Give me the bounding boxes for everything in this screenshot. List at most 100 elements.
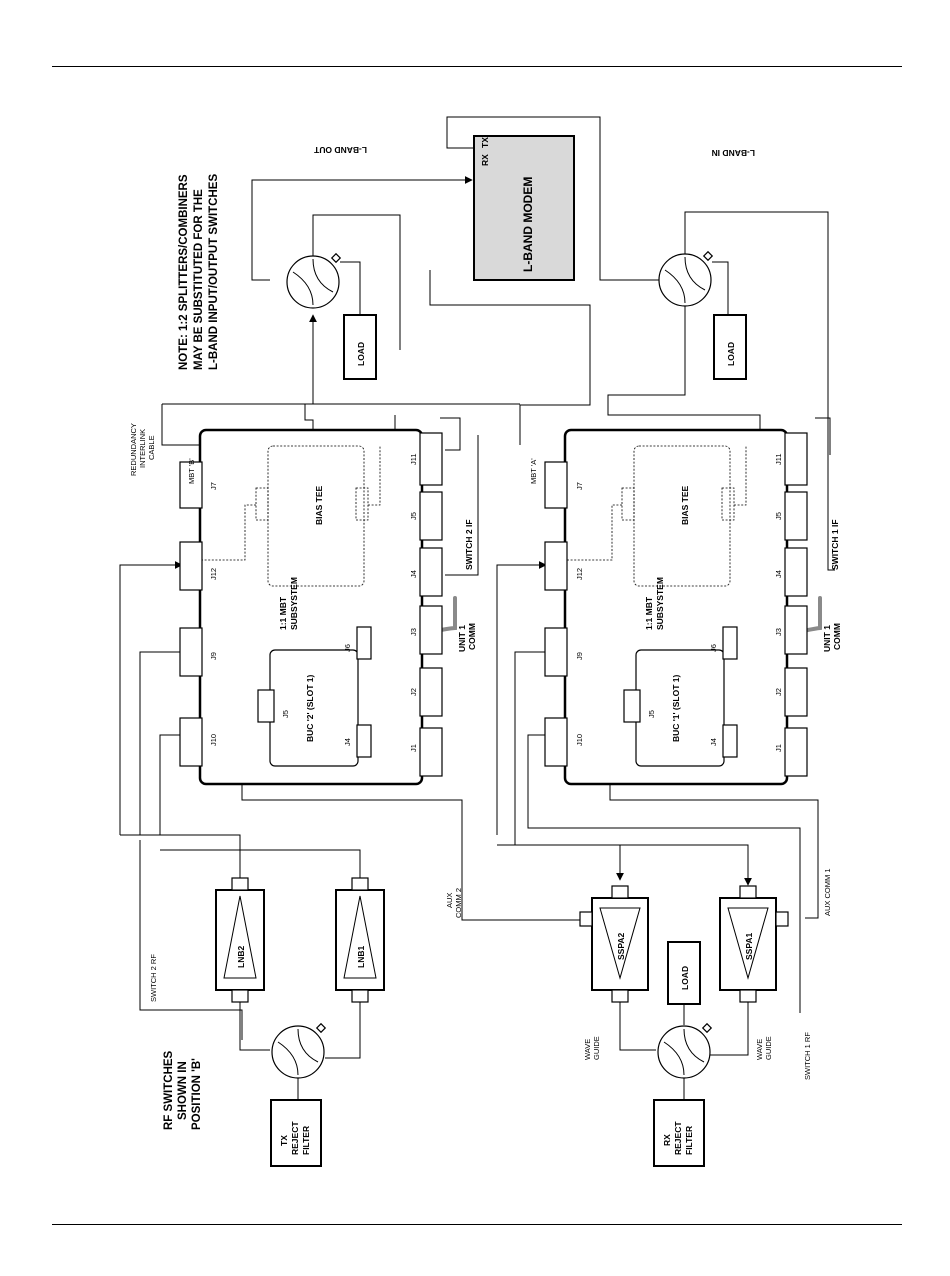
lband-modem: L-BAND MODEM RX TX <box>473 135 575 281</box>
svg-text:J4: J4 <box>343 738 352 746</box>
svg-text:J7: J7 <box>209 482 218 490</box>
rx-reject-filter: RX REJECT FILTER <box>653 1099 705 1167</box>
svg-text:J4: J4 <box>409 570 418 578</box>
lnb1: LNB1 <box>335 877 385 1003</box>
lband-in-label: L-BAND IN <box>712 148 755 158</box>
svg-text:J12: J12 <box>575 568 584 580</box>
svg-text:LNB1: LNB1 <box>356 946 366 968</box>
lband-out-label: L-BAND OUT <box>313 145 367 155</box>
svg-text:J4: J4 <box>774 570 783 578</box>
mbt-b-subsystem: BIAS TEE 1:1 MBT SUBSYSTEM BUC '2' (SLOT… <box>195 428 424 786</box>
svg-text:J10: J10 <box>209 734 218 746</box>
footer-rule <box>52 1224 902 1225</box>
svg-text:CABLE: CABLE <box>147 435 156 460</box>
svg-text:FILTER: FILTER <box>301 1126 311 1155</box>
tx-reject-filter: TX REJECT FILTER <box>270 1099 322 1167</box>
svg-text:AUX: AUX <box>445 893 454 908</box>
svg-text:J5: J5 <box>774 512 783 520</box>
svg-text:LOAD: LOAD <box>726 342 736 366</box>
aux-comm-2-label: AUX COMM 2 <box>445 888 463 918</box>
svg-text:RX: RX <box>662 1134 672 1146</box>
rf-switch-b <box>271 1022 327 1079</box>
svg-text:GUIDE: GUIDE <box>764 1036 773 1060</box>
svg-text:1:1 MBT: 1:1 MBT <box>278 596 288 630</box>
switch-2-if-label: SWITCH 2 IF <box>464 519 474 570</box>
svg-text:L-BAND MODEM: L-BAND MODEM <box>521 177 535 272</box>
svg-text:REJECT: REJECT <box>290 1121 300 1155</box>
svg-text:FILTER: FILTER <box>684 1126 694 1155</box>
switch-1-rf-label: SWITCH 1 RF <box>803 1032 812 1080</box>
load-in: LOAD <box>713 314 747 380</box>
svg-text:J9: J9 <box>209 652 218 660</box>
svg-text:SSPA2: SSPA2 <box>616 932 626 960</box>
lband-out-switch <box>286 252 342 309</box>
svg-text:J5: J5 <box>281 710 290 718</box>
svg-text:J1: J1 <box>409 744 418 752</box>
svg-text:TX: TX <box>480 137 490 148</box>
svg-text:POSITION 'B': POSITION 'B' <box>191 1058 203 1130</box>
svg-text:J10: J10 <box>575 734 584 746</box>
wave-guide-label-1: WAVE GUIDE <box>755 1036 773 1060</box>
load-lower: LOAD <box>667 941 701 1005</box>
svg-text:J1: J1 <box>774 744 783 752</box>
svg-text:J2: J2 <box>409 688 418 696</box>
svg-text:J2: J2 <box>774 688 783 696</box>
header-rule <box>52 66 902 67</box>
splitter-note: NOTE: 1:2 SPLITTERS/COMBINERS MAY BE SUB… <box>178 174 220 370</box>
unit-comm-a-label: UNIT 1 <box>822 625 832 652</box>
svg-text:INTERLINK: INTERLINK <box>138 429 147 468</box>
svg-text:GUIDE: GUIDE <box>592 1036 601 1060</box>
lnb2: LNB2 <box>215 877 265 1003</box>
svg-text:BUC '2' (SLOT 1): BUC '2' (SLOT 1) <box>305 675 315 742</box>
svg-text:J3: J3 <box>409 628 418 636</box>
svg-text:SHOWN IN: SHOWN IN <box>177 1061 189 1120</box>
aux-comm-1-label: AUX COMM 1 <box>823 868 832 916</box>
svg-text:REJECT: REJECT <box>673 1121 683 1155</box>
mbt-a-connectors <box>544 432 808 777</box>
svg-text:J12: J12 <box>209 568 218 580</box>
sspa2: SSPA2 <box>579 885 649 1003</box>
load-out: LOAD <box>343 314 377 380</box>
mbt-a-tag: MBT 'A' <box>529 458 538 484</box>
svg-text:L-BAND INPUT/OUTPUT SWITCHES: L-BAND INPUT/OUTPUT SWITCHES <box>208 174 220 370</box>
unit-comm-b-label-2: COMM <box>467 623 477 650</box>
svg-text:RF SWITCHES: RF SWITCHES <box>163 1050 175 1130</box>
svg-text:SSPA1: SSPA1 <box>744 932 754 960</box>
rf-switch-a <box>657 1022 713 1079</box>
svg-text:J5: J5 <box>647 710 656 718</box>
mbt-b-connectors <box>179 432 443 777</box>
svg-text:WAVE: WAVE <box>583 1039 592 1060</box>
svg-text:J3: J3 <box>774 628 783 636</box>
svg-text:SUBSYSTEM: SUBSYSTEM <box>289 577 299 630</box>
wave-guide-label-2: WAVE GUIDE <box>583 1036 601 1060</box>
mbt-a-subsystem: BIAS TEE 1:1 MBT SUBSYSTEM BUC '1' (SLOT… <box>560 428 789 786</box>
svg-text:J7: J7 <box>575 482 584 490</box>
svg-text:LOAD: LOAD <box>680 966 690 990</box>
switch-2-rf-label: SWITCH 2 RF <box>149 954 158 1002</box>
svg-text:BIAS TEE: BIAS TEE <box>314 485 324 525</box>
lband-in-switch <box>658 250 714 307</box>
svg-text:SUBSYSTEM: SUBSYSTEM <box>655 577 665 630</box>
svg-text:MAY BE SUBSTITUTED FOR THE: MAY BE SUBSTITUTED FOR THE <box>193 189 205 370</box>
svg-text:NOTE: 1:2 SPLITTERS/COMBINERS: NOTE: 1:2 SPLITTERS/COMBINERS <box>178 174 190 370</box>
svg-text:J9: J9 <box>575 652 584 660</box>
mbt-b-tag: MBT 'B' <box>187 458 196 484</box>
svg-text:LOAD: LOAD <box>356 342 366 366</box>
unit-comm-a-label-2: COMM <box>832 623 842 650</box>
unit-comm-b-label: UNIT 1 <box>457 625 467 652</box>
svg-text:LNB2: LNB2 <box>236 946 246 968</box>
svg-text:COMM 2: COMM 2 <box>454 888 463 918</box>
redundancy-interlink-label: REDUNDANCY INTERLINK CABLE <box>129 423 156 476</box>
wiring <box>119 116 835 1100</box>
svg-text:TX: TX <box>279 1135 289 1146</box>
svg-text:BUC '1' (SLOT 1): BUC '1' (SLOT 1) <box>671 675 681 742</box>
svg-text:J4: J4 <box>709 738 718 746</box>
svg-text:1:1 MBT: 1:1 MBT <box>644 596 654 630</box>
switch-1-if-label: SWITCH 1 IF <box>830 519 840 570</box>
sspa1: SSPA1 <box>719 885 789 1003</box>
svg-text:WAVE: WAVE <box>755 1039 764 1060</box>
svg-text:BIAS TEE: BIAS TEE <box>680 485 690 525</box>
svg-text:J5: J5 <box>409 512 418 520</box>
rf-switches-note: RF SWITCHES SHOWN IN POSITION 'B' <box>163 1050 203 1130</box>
